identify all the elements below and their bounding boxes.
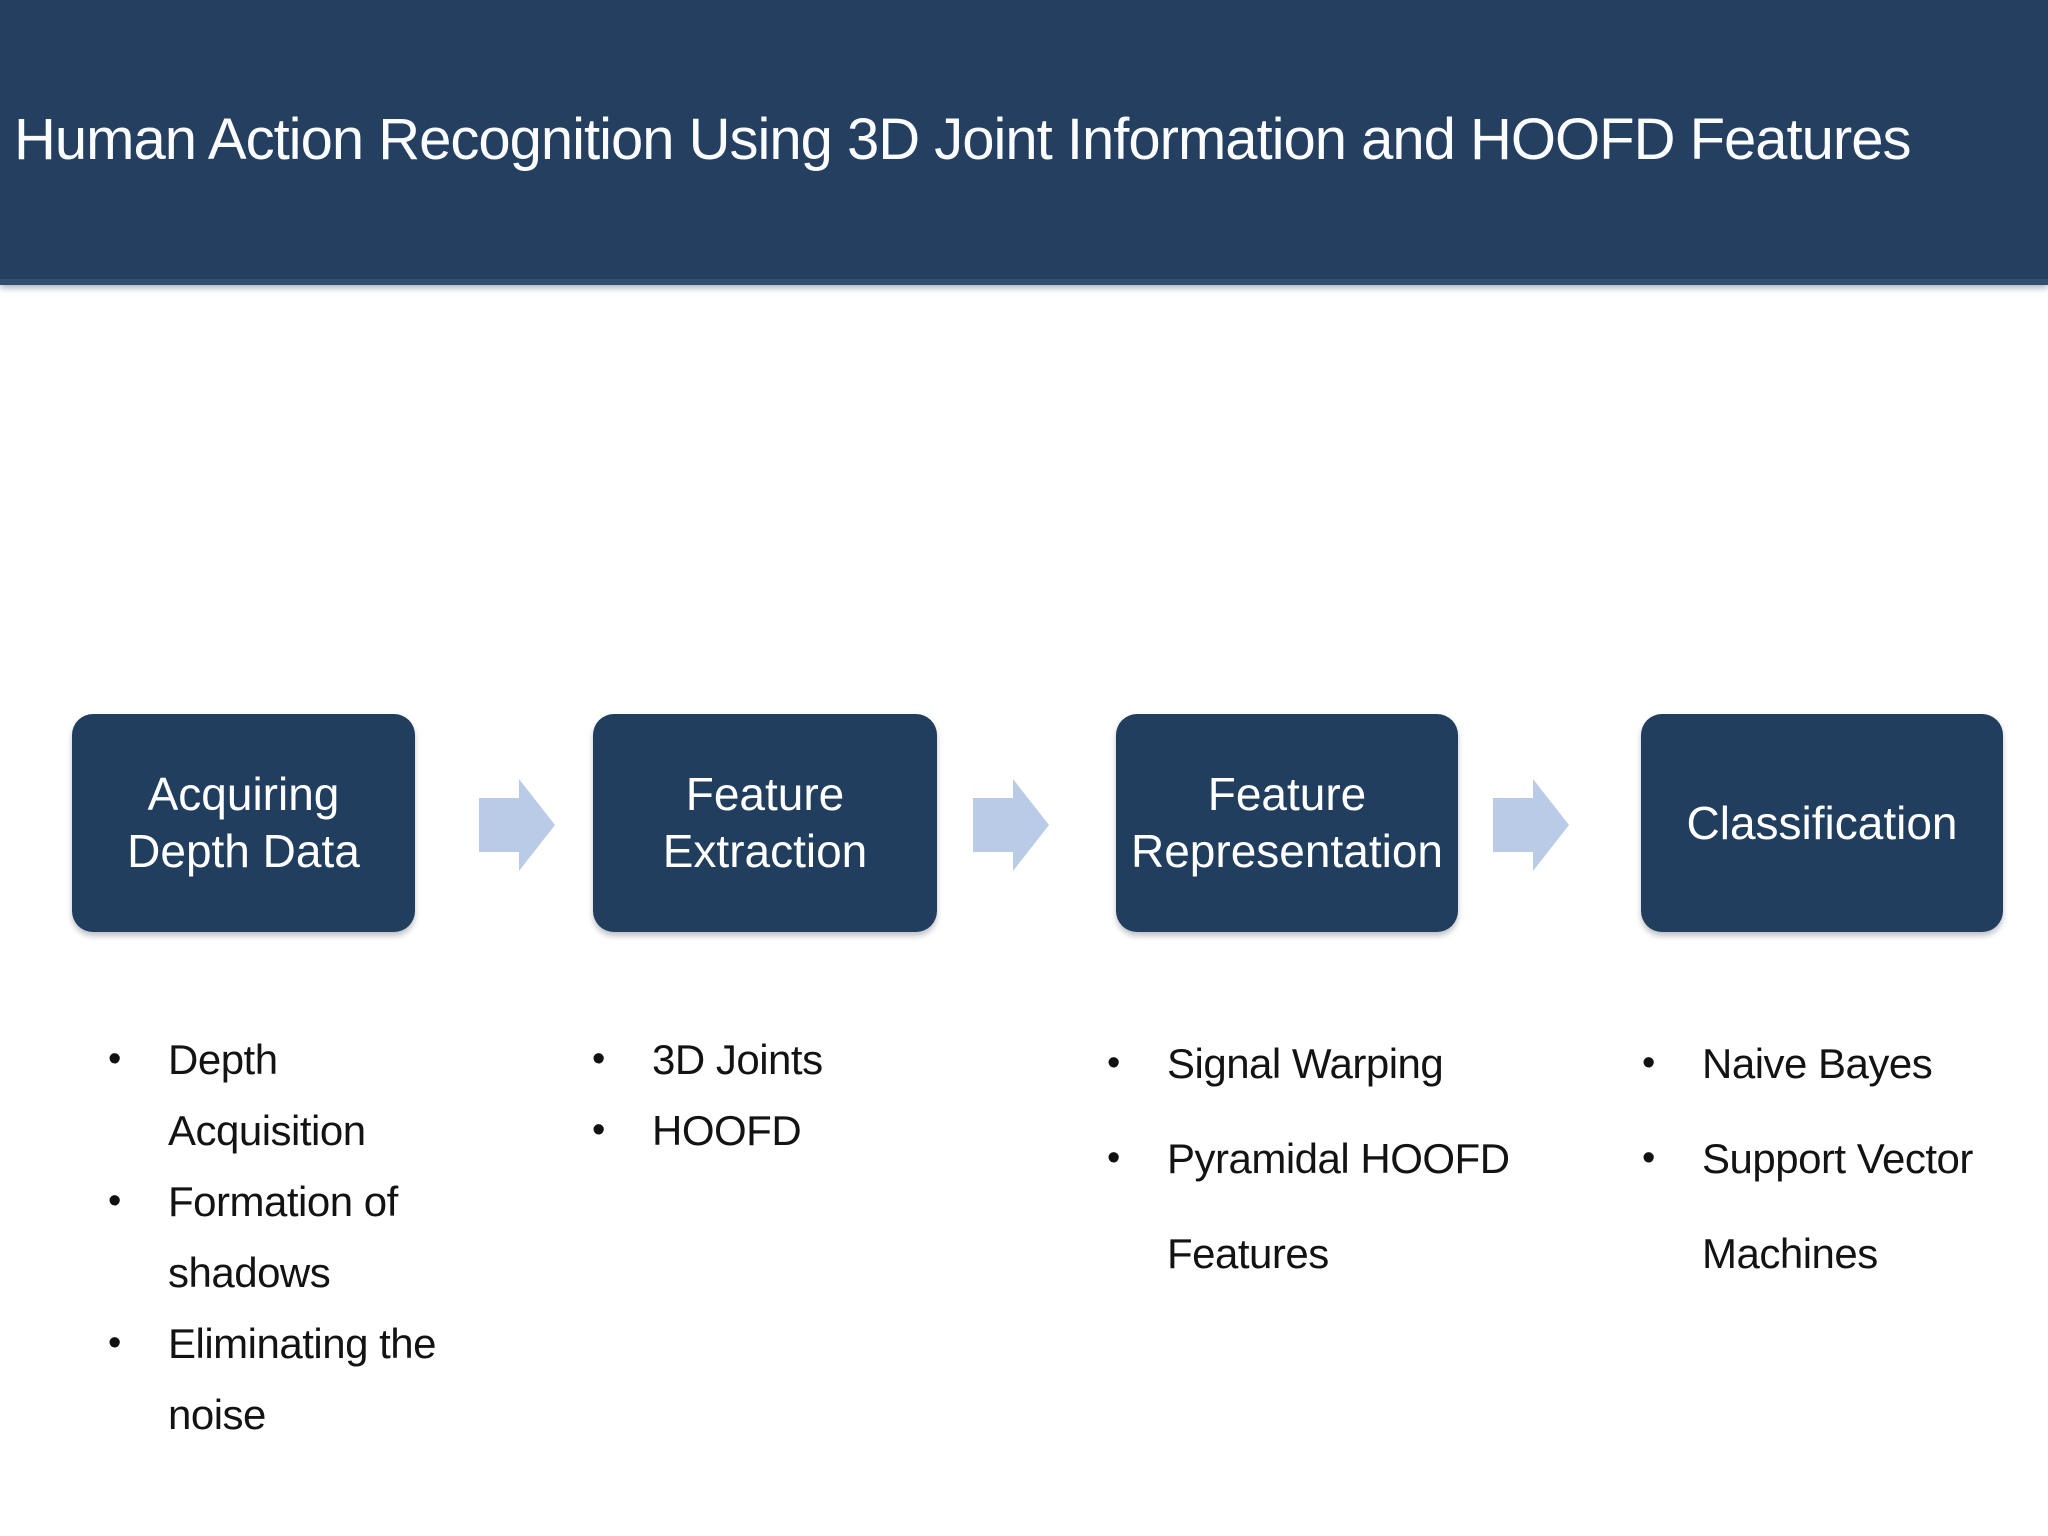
stage-bullet-list-classification: • Naive Bayes • Support Vector Machines — [1642, 1016, 2048, 1301]
stage-box-label: Classification — [1686, 796, 1958, 849]
list-item: • Pyramidal HOOFD Features — [1107, 1111, 1537, 1301]
bullet-dot-icon: • — [592, 1109, 605, 1151]
list-item: • Formation of shadows — [108, 1166, 538, 1308]
bullet-text: Pyramidal HOOFD Features — [1167, 1135, 1510, 1277]
list-item: • HOOFD — [592, 1095, 1022, 1166]
stage-box-label: Acquiring Depth Data — [127, 768, 360, 877]
list-item: • Support Vector Machines — [1642, 1111, 2048, 1301]
bullet-text: HOOFD — [652, 1107, 802, 1154]
bullet-dot-icon: • — [108, 1180, 121, 1222]
stage-box-classification: Classification — [1641, 714, 2003, 932]
list-item: • Signal Warping — [1107, 1016, 1537, 1111]
bullet-dot-icon: • — [1642, 1137, 1655, 1179]
stage-bullet-list-feature-representation: • Signal Warping • Pyramidal HOOFD Featu… — [1107, 1016, 1537, 1301]
bullet-dot-icon: • — [108, 1038, 121, 1080]
flow-arrow-right-icon — [1493, 779, 1569, 871]
stage-bullet-list-acquiring-depth-data: • Depth Acquisition • Formation of shado… — [108, 1024, 538, 1450]
bullet-dot-icon: • — [592, 1038, 605, 1080]
bullet-dot-icon: • — [1107, 1137, 1120, 1179]
stage-box-acquiring-depth-data: Acquiring Depth Data — [72, 714, 415, 932]
list-item: • 3D Joints — [592, 1024, 1022, 1095]
list-item: • Depth Acquisition — [108, 1024, 538, 1166]
stage-box-label: Feature Extraction — [662, 768, 868, 877]
list-item: • Eliminating the noise — [108, 1308, 538, 1450]
title-band: Human Action Recognition Using 3D Joint … — [0, 0, 2048, 285]
bullet-text: Depth Acquisition — [168, 1036, 366, 1154]
bullet-dot-icon: • — [1642, 1042, 1655, 1084]
bullet-dot-icon: • — [108, 1322, 121, 1364]
flow-arrow-right-icon — [973, 779, 1049, 871]
bullet-text: Eliminating the noise — [168, 1320, 436, 1438]
bullet-text: Support Vector Machines — [1702, 1135, 1973, 1277]
flow-arrow-right-icon — [479, 779, 555, 871]
bullet-text: Formation of shadows — [168, 1178, 398, 1296]
stage-box-label: Feature Representation — [1131, 768, 1443, 877]
stage-box-feature-extraction: Feature Extraction — [593, 714, 937, 932]
slide-title: Human Action Recognition Using 3D Joint … — [14, 106, 1911, 172]
bullet-text: Naive Bayes — [1702, 1040, 1933, 1087]
stage-box-feature-representation: Feature Representation — [1116, 714, 1458, 932]
stage-bullet-list-feature-extraction: • 3D Joints • HOOFD — [592, 1024, 1022, 1166]
bullet-dot-icon: • — [1107, 1042, 1120, 1084]
list-item: • Naive Bayes — [1642, 1016, 2048, 1111]
bullet-text: 3D Joints — [652, 1036, 823, 1083]
bullet-text: Signal Warping — [1167, 1040, 1444, 1087]
